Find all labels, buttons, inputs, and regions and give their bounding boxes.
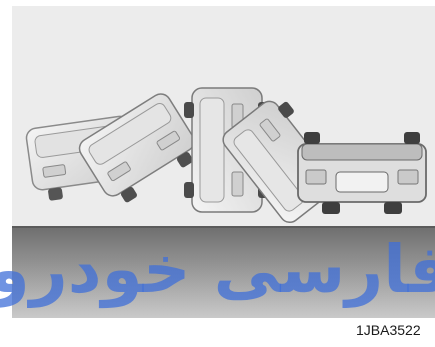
car-frame-5 [298, 132, 426, 214]
watermark-text: فارسی خودرو [0, 231, 435, 309]
figure-code: 1JBA3522 [356, 321, 435, 339]
